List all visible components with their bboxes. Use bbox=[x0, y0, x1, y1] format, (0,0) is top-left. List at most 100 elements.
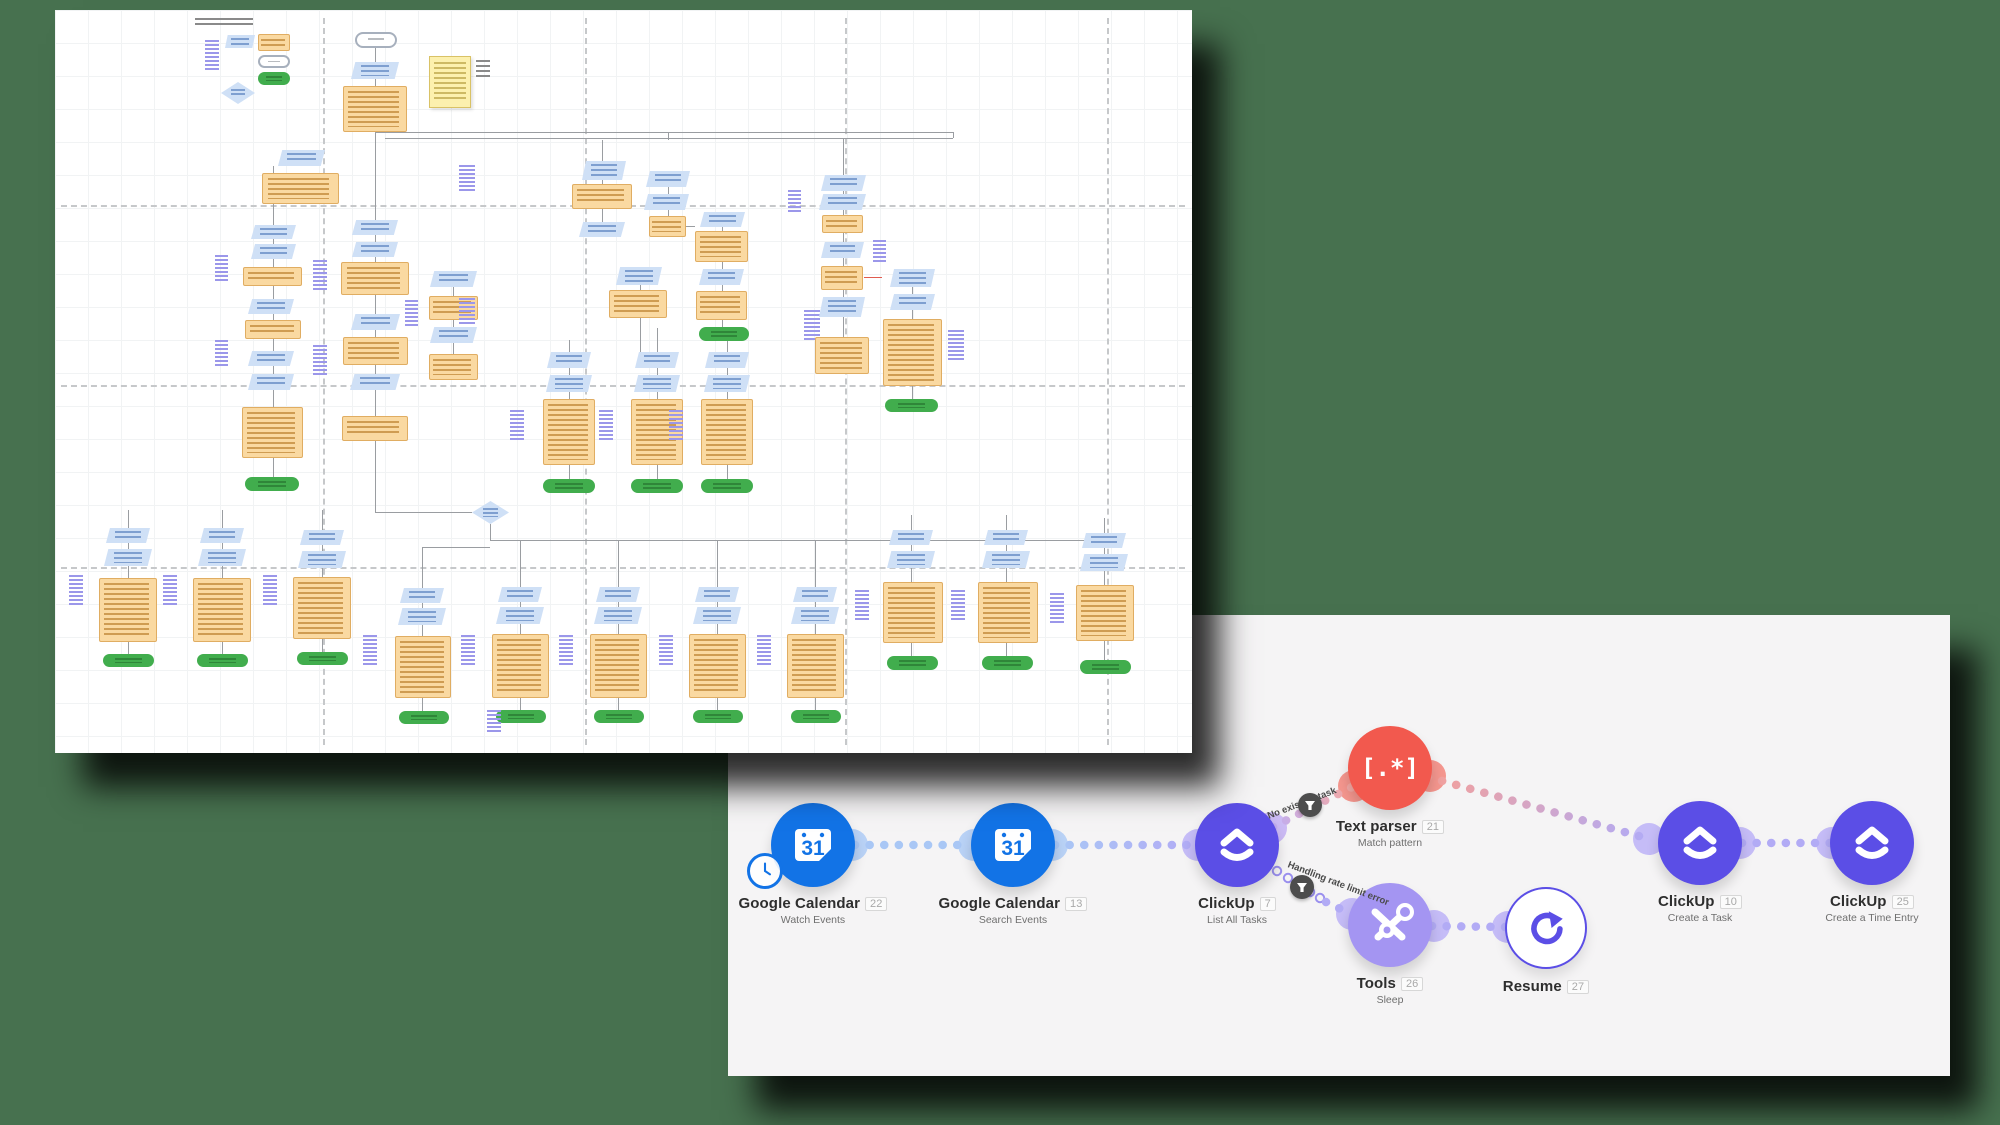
flow-input-parallelogram bbox=[430, 327, 477, 343]
flow-input-parallelogram bbox=[982, 551, 1030, 568]
flow-input-parallelogram bbox=[251, 244, 296, 259]
clock-icon bbox=[763, 862, 772, 876]
flow-process-box bbox=[492, 634, 549, 698]
module-gcal-watch[interactable]: 31 bbox=[771, 803, 855, 887]
module-number-badge: 10 bbox=[1719, 895, 1742, 909]
module-number-badge: 21 bbox=[1421, 820, 1445, 834]
module-clickup-create-task[interactable] bbox=[1658, 801, 1742, 885]
flow-input-parallelogram bbox=[616, 267, 662, 285]
flow-input-parallelogram bbox=[248, 351, 294, 366]
flow-input-parallelogram bbox=[984, 530, 1028, 545]
flow-annotation-text bbox=[461, 635, 475, 665]
module-subtitle: Create a Time Entry bbox=[1825, 912, 1919, 924]
flow-input-parallelogram bbox=[104, 549, 152, 566]
module-resume[interactable] bbox=[1505, 887, 1587, 969]
flow-process-box bbox=[243, 267, 302, 286]
module-name: Resume bbox=[1502, 978, 1562, 995]
flow-input-parallelogram bbox=[106, 528, 150, 543]
schedule-clock-badge[interactable] bbox=[747, 853, 783, 889]
flow-terminator-green bbox=[1080, 660, 1131, 674]
module-clickup-time-entry[interactable] bbox=[1830, 801, 1914, 885]
flow-input-parallelogram bbox=[351, 62, 399, 79]
flow-process-box bbox=[245, 320, 301, 339]
flow-input-parallelogram bbox=[819, 194, 866, 210]
flow-annotation-text bbox=[205, 40, 219, 70]
flow-terminator-green bbox=[103, 654, 154, 667]
flow-input-parallelogram bbox=[200, 528, 244, 543]
connector-line bbox=[668, 132, 669, 140]
text-parser-icon: [.*] bbox=[1361, 754, 1419, 782]
connector-line bbox=[375, 441, 376, 512]
flow-process-box bbox=[343, 337, 408, 365]
flow-input-parallelogram bbox=[1082, 533, 1126, 548]
flow-input-parallelogram bbox=[498, 587, 542, 602]
flow-process-box bbox=[572, 184, 632, 209]
flow-input-parallelogram bbox=[890, 294, 935, 310]
flow-process-box bbox=[821, 266, 863, 290]
flow-annotation-text bbox=[951, 590, 965, 620]
flow-terminator-green bbox=[982, 656, 1033, 670]
svg-text:[.*]: [.*] bbox=[1361, 754, 1419, 782]
module-name: Text parser bbox=[1335, 818, 1417, 835]
flow-input-parallelogram bbox=[821, 175, 866, 191]
flow-input-parallelogram bbox=[695, 587, 739, 602]
connector-line bbox=[422, 547, 490, 548]
flow-annotation-text bbox=[855, 590, 869, 620]
flow-process-box bbox=[822, 215, 863, 233]
flow-terminator-green bbox=[631, 479, 683, 493]
flow-annotation-text bbox=[163, 575, 177, 605]
module-name: Google Calendar bbox=[938, 895, 1061, 912]
flow-annotation-text bbox=[873, 240, 886, 264]
flow-annotation-text bbox=[405, 300, 418, 326]
module-subtitle: List All Tasks bbox=[1207, 914, 1267, 926]
module-tools-sleep[interactable] bbox=[1348, 883, 1432, 967]
flow-annotation-text bbox=[263, 575, 277, 605]
flow-annotation-text bbox=[599, 410, 613, 440]
flow-terminator-start bbox=[355, 32, 397, 48]
clickup-icon bbox=[1855, 826, 1889, 859]
svg-text:31: 31 bbox=[1001, 837, 1025, 860]
module-gcal-search[interactable]: 31 bbox=[971, 803, 1055, 887]
connector-line bbox=[453, 271, 454, 380]
flow-title-text bbox=[476, 60, 490, 80]
connector-line bbox=[686, 226, 695, 227]
connector-line bbox=[520, 540, 521, 570]
connector-line bbox=[717, 540, 718, 570]
flow-annotation-text bbox=[757, 635, 771, 665]
flow-process-box bbox=[342, 416, 408, 441]
flow-process-box bbox=[787, 634, 844, 698]
flow-process-box bbox=[883, 319, 942, 386]
flow-input-parallelogram bbox=[251, 225, 296, 239]
flow-input-parallelogram bbox=[248, 299, 294, 314]
connector-line bbox=[843, 138, 844, 160]
flow-input-parallelogram bbox=[889, 530, 933, 545]
filter-icon[interactable] bbox=[1290, 875, 1314, 899]
flow-terminator-green bbox=[297, 652, 348, 665]
flow-terminator-green bbox=[399, 711, 449, 724]
flow-input-parallelogram bbox=[352, 242, 398, 257]
flow-terminator-green bbox=[699, 327, 749, 341]
flow-input-parallelogram bbox=[278, 150, 325, 166]
flow-process-box bbox=[242, 407, 303, 458]
flow-input-parallelogram bbox=[819, 297, 865, 317]
module-name: ClickUp bbox=[1658, 893, 1715, 910]
flow-process-box bbox=[590, 634, 647, 698]
module-number-badge: 13 bbox=[1065, 897, 1088, 911]
connector-line bbox=[815, 540, 816, 570]
module-subtitle: Match pattern bbox=[1357, 837, 1423, 849]
error-connector-line bbox=[864, 277, 882, 278]
module-text-parser[interactable]: [.*] bbox=[1348, 726, 1432, 810]
flow-input-parallelogram bbox=[430, 271, 477, 287]
flow-annotation-text bbox=[363, 635, 377, 665]
filter-icon[interactable] bbox=[1298, 793, 1322, 817]
flow-input-parallelogram bbox=[496, 607, 544, 624]
flow-annotation-text bbox=[788, 190, 801, 214]
flow-input-parallelogram bbox=[350, 374, 400, 390]
connector-line bbox=[953, 132, 954, 138]
flow-input-parallelogram bbox=[582, 161, 626, 180]
flow-input-parallelogram bbox=[634, 375, 680, 392]
connector-line bbox=[385, 138, 953, 139]
module-clickup-list[interactable] bbox=[1195, 803, 1279, 887]
